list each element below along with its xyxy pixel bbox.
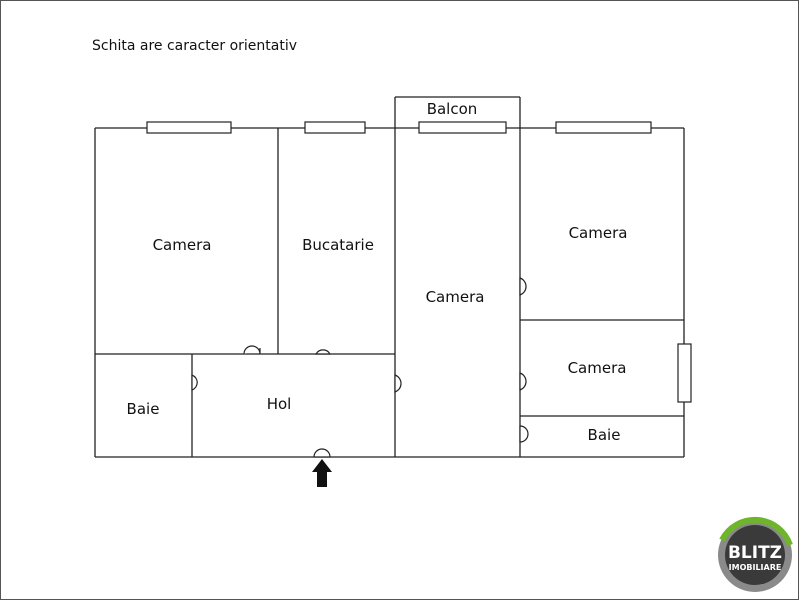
door-bucatarie [314, 349, 332, 355]
entrance-arrow-icon [312, 459, 332, 487]
window-bucatarie [304, 121, 366, 134]
room-camera-top-left: Camera [153, 236, 212, 254]
doors [191, 277, 529, 458]
room-camera-center: Camera [426, 288, 485, 306]
door-baie-left [191, 374, 198, 391]
disclaimer-note: Schita are caracter orientativ [92, 38, 297, 54]
room-hol: Hol [267, 395, 292, 413]
door-hol-camera [394, 374, 402, 393]
window-camera-right [555, 121, 652, 134]
door-camera-mid-right [519, 372, 527, 391]
blitz-logo: BLITZ IMOBILIARE [718, 516, 793, 592]
window-camera-center [418, 121, 507, 134]
window-camera-mid-right [677, 343, 692, 403]
window-camera-left [146, 121, 232, 134]
door-baie-right [519, 425, 529, 443]
room-baie-left: Baie [127, 400, 160, 418]
room-bucatarie: Bucatarie [302, 236, 374, 254]
room-camera-top-right: Camera [569, 224, 628, 242]
door-camera-right [519, 277, 527, 296]
door-camera-left [243, 345, 261, 355]
windows [146, 121, 692, 403]
logo-brand: BLITZ [728, 543, 782, 563]
room-balcon: Balcon [427, 100, 478, 118]
room-baie-right: Baie [588, 426, 621, 444]
door-entrance [313, 448, 331, 458]
walls [94, 96, 685, 458]
room-camera-mid-right: Camera [568, 359, 627, 377]
logo-sub: IMOBILIARE [729, 563, 782, 572]
